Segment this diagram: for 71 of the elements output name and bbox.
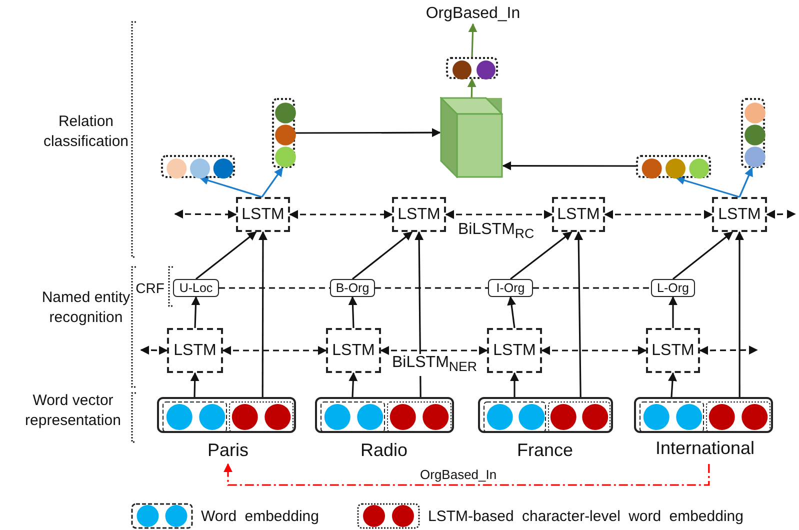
arrow — [604, 210, 713, 219]
layer-label: BiLSTM$_{NER}$ — [392, 354, 478, 376]
vector-drawing — [741, 98, 765, 168]
arrow — [140, 346, 168, 355]
arrow — [258, 231, 268, 397]
lstm-box: LSTM — [392, 197, 446, 232]
arrow — [510, 231, 572, 280]
embedding-vector-drawing — [157, 397, 296, 433]
arrow — [174, 210, 237, 219]
arrow — [191, 296, 200, 328]
connector-line — [375, 287, 488, 289]
vector-drawing — [636, 155, 711, 178]
connector-line — [533, 287, 651, 289]
embedding-vector-drawing — [634, 397, 773, 433]
vector-drawing — [446, 57, 498, 79]
arrow — [468, 23, 478, 58]
lstm-box: LSTM — [712, 197, 767, 232]
arrow — [738, 167, 753, 198]
connector-line — [219, 287, 330, 289]
word-label: France — [505, 439, 585, 461]
arrow — [502, 161, 636, 170]
word-label: Paris — [188, 439, 268, 461]
arrow — [222, 346, 327, 355]
arrow — [348, 296, 358, 328]
arrow — [668, 372, 677, 398]
lstm-box: LSTM — [236, 197, 290, 232]
lstm-box: LSTM — [167, 328, 223, 373]
arrow — [289, 210, 393, 219]
vector-drawing — [161, 155, 235, 178]
arrow — [507, 296, 516, 328]
section-label: Named entity recognition — [40, 288, 132, 328]
arrow — [676, 176, 740, 198]
output-label: OrgBased_In — [420, 4, 526, 24]
arrow — [380, 346, 488, 355]
lstm-box: LSTM — [487, 328, 542, 373]
arrow — [735, 231, 744, 397]
tag-box: B-Org — [330, 279, 375, 297]
arrow — [199, 176, 262, 198]
arrow — [445, 210, 553, 219]
tag-box: U-Loc — [173, 279, 219, 297]
arrow — [261, 167, 284, 198]
arrow — [699, 346, 758, 355]
layer-label: CRF — [135, 280, 165, 296]
word-label: Radio — [344, 439, 424, 461]
arrow — [672, 231, 734, 280]
arrow — [224, 463, 710, 486]
tag-box: L-Org — [651, 279, 695, 297]
arrow — [295, 128, 441, 138]
edge-label: OrgBased_In — [418, 467, 499, 482]
lstm-box: LSTM — [326, 328, 381, 373]
embedding-vector-drawing — [315, 397, 454, 433]
tag-box: I-Org — [488, 279, 533, 297]
section-label: Relation classification — [42, 112, 130, 152]
section-label: Word vector representation — [24, 391, 122, 431]
cube-drawing — [440, 97, 503, 178]
legend-label: Word embedding — [201, 507, 319, 527]
lstm-box: LSTM — [646, 328, 700, 373]
legend-label: LSTM-based character-level word embedding — [428, 507, 744, 527]
arrow — [574, 231, 584, 397]
arrow — [348, 372, 358, 398]
arrow — [190, 372, 200, 398]
arrow — [668, 296, 678, 328]
arrow — [352, 231, 413, 280]
arrow — [510, 372, 519, 397]
arrow — [766, 210, 796, 219]
vector-drawing — [272, 98, 295, 168]
lstm-box: LSTM — [552, 197, 605, 232]
arrow — [541, 346, 647, 355]
word-label: International — [640, 436, 770, 460]
arrow — [196, 231, 257, 280]
embedding-vector-drawing — [478, 397, 613, 433]
